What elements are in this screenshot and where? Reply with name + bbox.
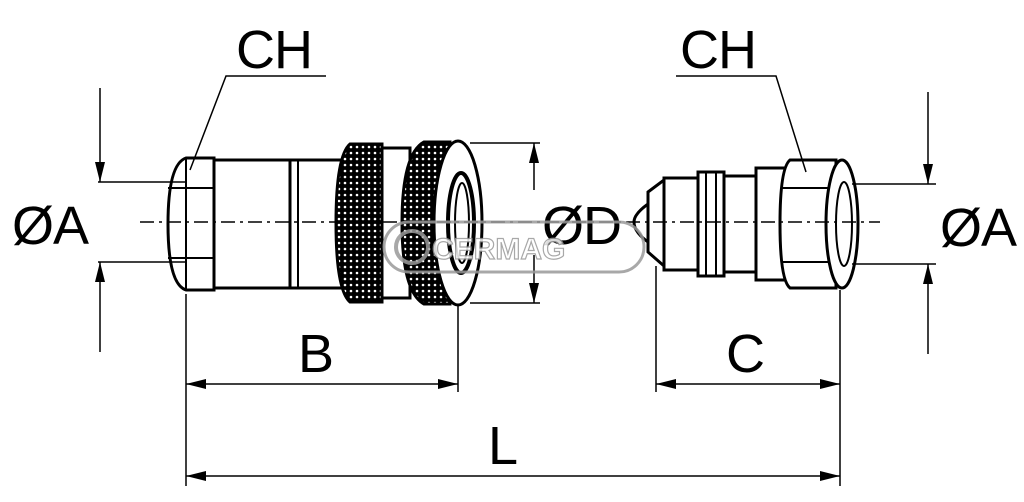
female-hex-body xyxy=(166,156,216,292)
ch-right-label: CH xyxy=(680,20,756,80)
dim-l-label: L xyxy=(488,416,517,476)
male-groove xyxy=(696,170,726,278)
dimension-lines xyxy=(95,75,936,486)
dia-a-right-label: ØA xyxy=(940,198,1017,258)
knurled-ring-1 xyxy=(334,142,384,304)
watermark-text: CERMAG xyxy=(432,233,565,266)
cermag-watermark: CERMAG xyxy=(382,220,646,274)
female-sleeve xyxy=(212,158,292,290)
ch-left-label: CH xyxy=(236,20,312,80)
female-coupler xyxy=(166,139,484,307)
dia-d-label: ØD xyxy=(542,196,621,256)
dim-c-label: C xyxy=(726,324,764,384)
male-nipple xyxy=(632,158,860,290)
dia-a-left-label: ØA xyxy=(12,196,89,256)
dim-b-label: B xyxy=(298,324,333,384)
